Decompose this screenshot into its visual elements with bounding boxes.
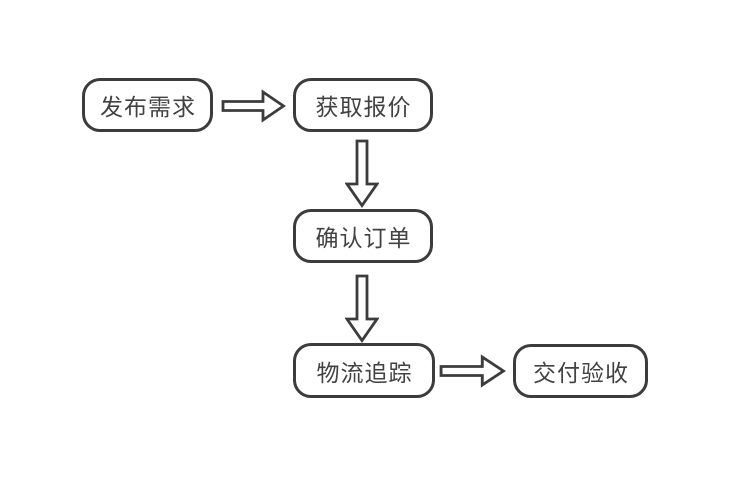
flow-node-label: 发布需求 bbox=[100, 94, 196, 120]
down-arrow-quote-to-confirm bbox=[345, 139, 379, 208]
flow-node-get-quote: 获取报价 bbox=[293, 78, 433, 132]
down-arrow-confirm-to-track bbox=[345, 274, 379, 343]
flow-node-label: 交付验收 bbox=[533, 360, 629, 386]
flow-node-publish-demand: 发布需求 bbox=[82, 78, 213, 132]
flow-node-label: 确认订单 bbox=[315, 225, 412, 251]
flow-node-confirm-order: 确认订单 bbox=[293, 209, 433, 263]
flow-node-logistics-tracking: 物流追踪 bbox=[293, 343, 435, 398]
right-block-arrow-icon bbox=[439, 354, 506, 388]
right-block-arrow-icon bbox=[221, 89, 286, 123]
down-block-arrow-icon bbox=[345, 274, 379, 343]
down-block-arrow-icon bbox=[345, 139, 379, 208]
right-arrow-track-to-deliver bbox=[439, 354, 506, 388]
flow-node-label: 获取报价 bbox=[315, 94, 412, 120]
flow-node-delivery-acceptance: 交付验收 bbox=[513, 344, 648, 398]
right-arrow-publish-to-quote bbox=[221, 89, 286, 123]
flow-node-label: 物流追踪 bbox=[316, 359, 413, 386]
